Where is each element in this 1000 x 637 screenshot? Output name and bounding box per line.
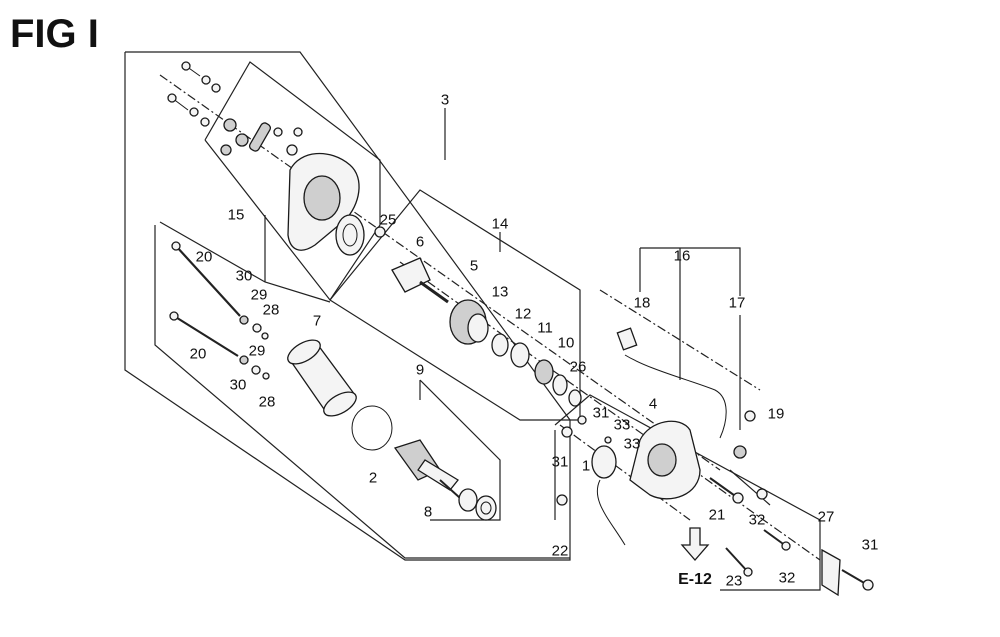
part-label-20b: 20 <box>189 345 207 363</box>
screws-top-left <box>167 61 303 156</box>
part-label-28b: 28 <box>258 393 276 411</box>
part-label-3: 3 <box>440 91 450 109</box>
part-label-19: 19 <box>767 405 785 423</box>
part-label-1: 1 <box>581 457 591 475</box>
part-label-30a: 30 <box>235 267 253 285</box>
part-label-15: 15 <box>227 206 245 224</box>
bracket-27 <box>821 548 841 597</box>
part-label-4: 4 <box>648 395 658 413</box>
part-label-20a: 20 <box>195 248 213 266</box>
bracket-16-17 <box>640 247 741 296</box>
part-label-6: 6 <box>415 233 425 251</box>
part-label-31a: 31 <box>592 404 610 422</box>
part-label-27: 27 <box>817 508 835 526</box>
part-label-26: 26 <box>569 358 587 376</box>
part-label-16: 16 <box>673 247 691 265</box>
o-ring-9 <box>351 405 393 451</box>
bracket-through-bolts <box>154 225 570 559</box>
part-label-18: 18 <box>633 294 651 312</box>
reference-arrow <box>680 527 710 561</box>
bracket-rear-cover-15 <box>204 61 381 302</box>
terminal-18 <box>616 327 638 351</box>
figure-title: FIG I <box>10 12 99 56</box>
part-label-17: 17 <box>728 294 746 312</box>
part-label-22: 22 <box>551 542 569 560</box>
part-label-8: 8 <box>423 503 433 521</box>
part-label-13: 13 <box>491 283 509 301</box>
part-label-30b: 30 <box>229 376 247 394</box>
part-label-10: 10 <box>557 334 575 352</box>
bolts-right <box>709 477 874 597</box>
wire-harness-16 <box>624 354 727 439</box>
part-label-25: 25 <box>379 211 397 229</box>
clutch-assembly-14 <box>374 226 582 407</box>
part-label-2: 2 <box>368 469 378 487</box>
yoke-7 <box>287 339 357 417</box>
part-label-14: 14 <box>491 215 509 233</box>
bracket-armature-9 <box>419 379 501 521</box>
part-label-31b: 31 <box>551 453 569 471</box>
bracket-clutch-14 <box>329 189 581 421</box>
nut-19 <box>744 410 756 422</box>
part-label-7: 7 <box>312 312 322 330</box>
part-label-31c: 31 <box>861 536 879 554</box>
through-bolts-20 <box>169 241 270 380</box>
reference-code: E-12 <box>678 571 712 588</box>
armature-2 <box>393 439 497 521</box>
front-cover-4 <box>556 415 701 546</box>
part-label-23: 23 <box>725 572 743 590</box>
part-label-29a: 29 <box>250 286 268 304</box>
part-label-32b: 32 <box>778 569 796 587</box>
part-label-12: 12 <box>514 305 532 323</box>
part-label-21: 21 <box>708 506 726 524</box>
part-label-33b: 33 <box>623 435 641 453</box>
part-label-33a: 33 <box>613 416 631 434</box>
part-label-29b: 29 <box>248 342 266 360</box>
part-label-5: 5 <box>469 257 479 275</box>
rear-cover-boss <box>303 175 341 221</box>
part-label-9: 9 <box>415 361 425 379</box>
part-label-11: 11 <box>537 319 553 337</box>
seal-rear <box>335 214 365 256</box>
bracket-assembly-3 <box>124 51 571 561</box>
part-label-32a: 32 <box>748 511 766 529</box>
part-label-28a: 28 <box>262 301 280 319</box>
